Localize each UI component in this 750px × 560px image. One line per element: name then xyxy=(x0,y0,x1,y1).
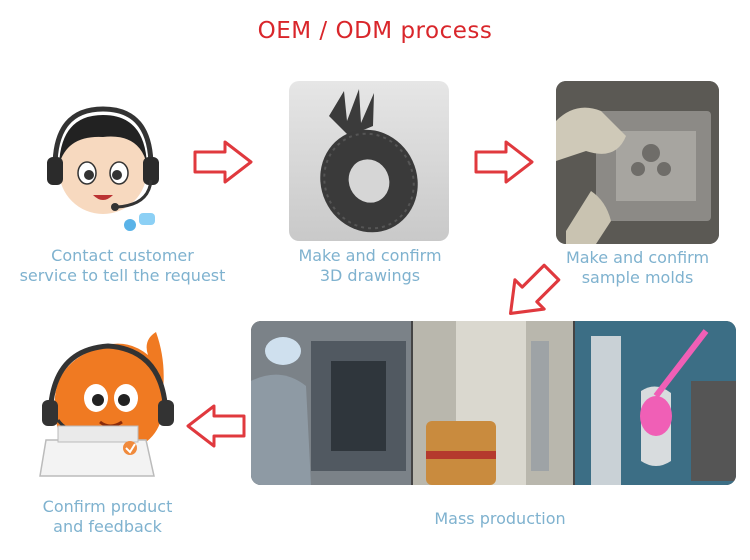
step-2-caption-line1: Make and confirm xyxy=(298,246,442,265)
step-3-caption: Make and confirm sample molds xyxy=(545,248,730,288)
arrow-left-icon xyxy=(186,404,246,448)
step-5-caption-line2: and feedback xyxy=(53,517,162,536)
mascot-laptop-icon xyxy=(38,330,183,480)
pineapple-teether-icon xyxy=(320,89,418,233)
step-2-caption: Make and confirm 3D drawings xyxy=(280,246,460,286)
arrow-down-left-icon xyxy=(500,262,562,324)
3d-drawing-panel xyxy=(289,81,449,241)
step-2-caption-line2: 3D drawings xyxy=(319,266,421,285)
arrow-right-icon xyxy=(193,140,253,184)
step-1-caption: Contact customer service to tell the req… xyxy=(0,246,245,286)
step-5-caption: Confirm product and feedback xyxy=(20,497,195,537)
page-title: OEM / ODM process xyxy=(257,18,493,44)
step-3-caption-line1: Make and confirm xyxy=(565,248,710,267)
step-4-caption: Mass production xyxy=(434,509,566,528)
step-1-caption-line1: Contact customer xyxy=(51,246,194,265)
step-3-caption-line2: sample molds xyxy=(581,268,694,287)
step-5-caption-line1: Confirm product xyxy=(42,497,173,516)
step-1-caption-line2: service to tell the request xyxy=(19,266,226,285)
mass-production-photos xyxy=(251,321,736,485)
customer-service-icon xyxy=(45,95,160,235)
sample-mold-photo xyxy=(556,81,719,244)
arrow-right-icon xyxy=(474,140,534,184)
